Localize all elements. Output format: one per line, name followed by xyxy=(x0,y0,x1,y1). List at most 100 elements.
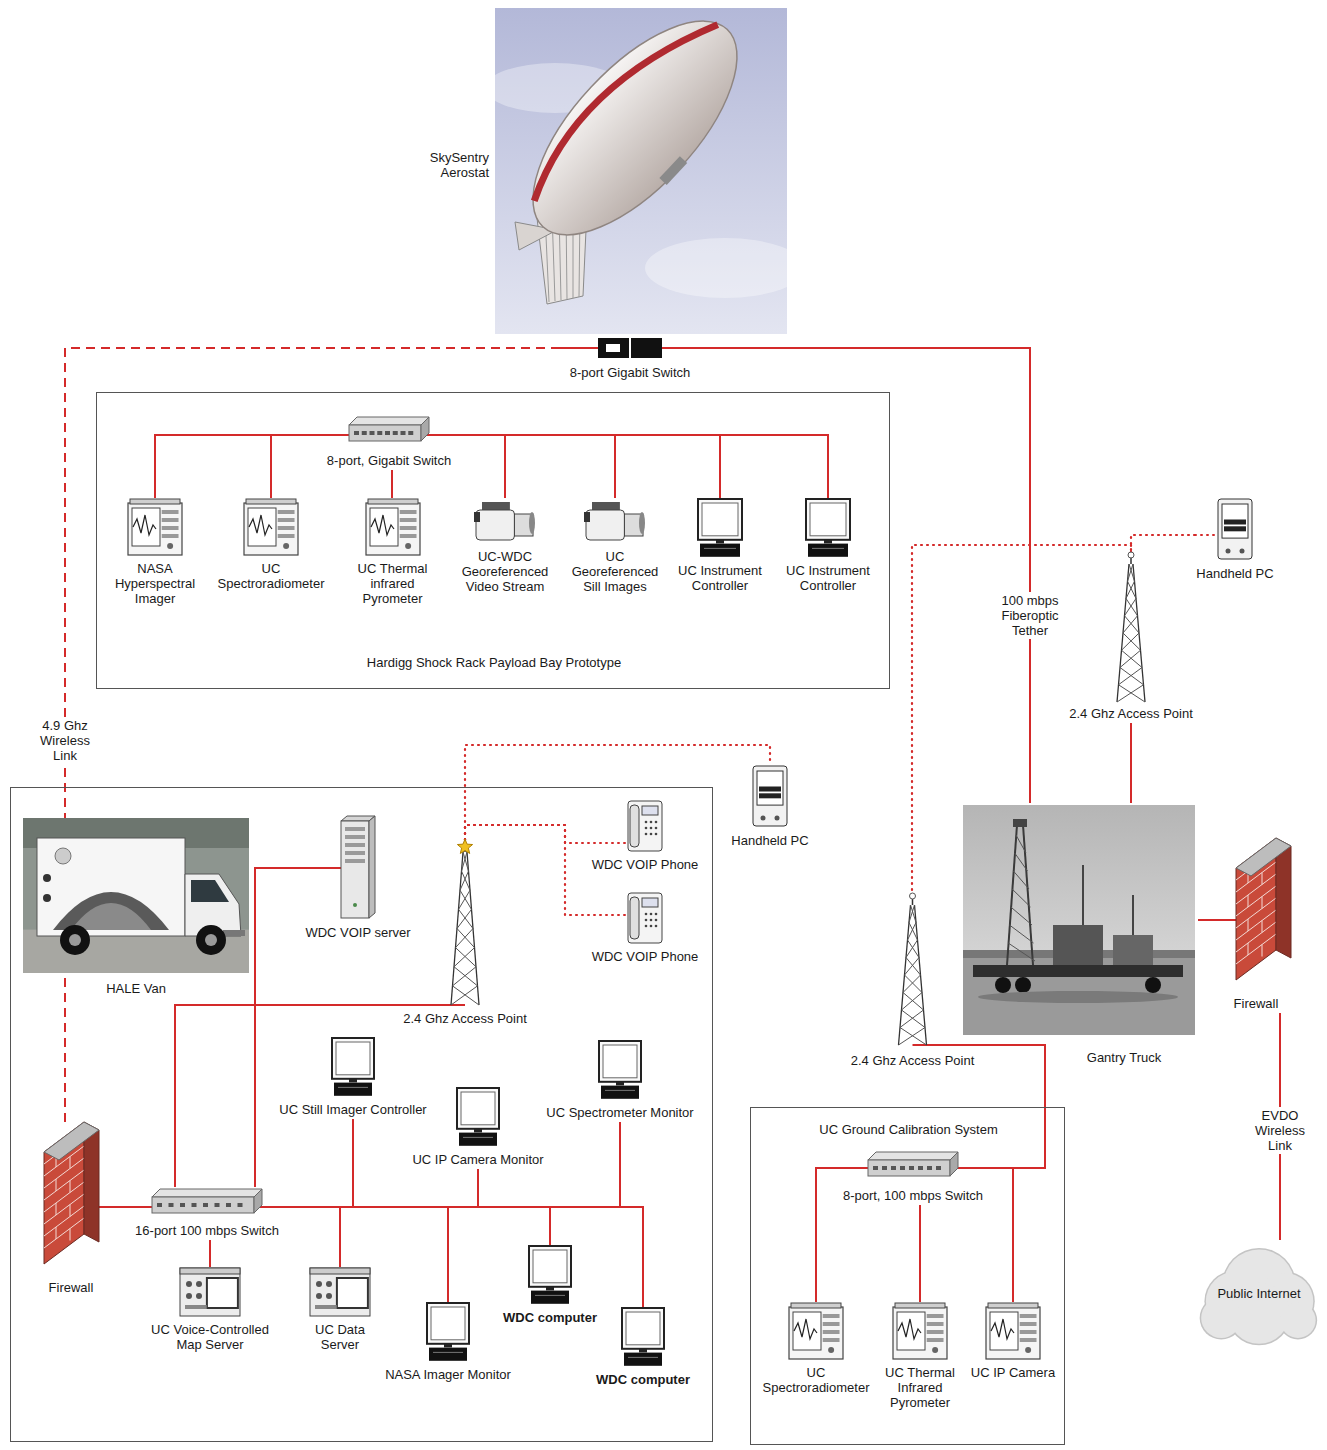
unit-control xyxy=(162,510,179,514)
unit-control xyxy=(278,526,295,530)
wall-joint xyxy=(56,1227,57,1239)
link-stub xyxy=(1212,919,1236,921)
wall-mortar xyxy=(44,1218,84,1248)
camera-handle xyxy=(482,502,510,510)
rack-icon xyxy=(365,498,421,556)
tower-brace xyxy=(899,1028,926,1046)
node-label: UC Spectrometer Monitor xyxy=(535,1105,705,1120)
server-unit: UC Data Server xyxy=(300,1267,380,1354)
node-label: UC Spectroradiometer xyxy=(211,561,331,591)
node-label: 2.4 Ghz Access Point xyxy=(845,1053,980,1068)
phone-screen xyxy=(642,898,658,907)
laptop-icon xyxy=(697,498,743,558)
label-block: UC Still Imager Controller xyxy=(273,1102,433,1117)
node-label: NASA Hyperspectral Imager xyxy=(105,561,205,606)
node-label: NASA Imager Monitor xyxy=(378,1367,518,1382)
node-label: UC Thermal Infrared Pyrometer xyxy=(878,1365,962,1410)
monitor-frame xyxy=(457,1088,499,1129)
phone-body xyxy=(628,893,662,943)
voip-phone: WDC VOIP Phone xyxy=(582,800,708,874)
switch-port xyxy=(873,1166,878,1170)
switch-port xyxy=(180,1203,185,1207)
switch-front xyxy=(349,425,421,441)
rackscreen-icon xyxy=(179,1267,241,1317)
phone-key xyxy=(655,827,658,830)
switch-port xyxy=(927,1166,932,1170)
tower-brace xyxy=(903,993,924,1011)
node-label: 16-port 100 mbps Switch xyxy=(132,1223,282,1238)
tower-icon xyxy=(845,893,980,1049)
tower-brace xyxy=(900,1028,927,1046)
label-block: Handheld PC xyxy=(722,833,818,848)
network-link xyxy=(255,868,296,1187)
unit-control xyxy=(278,534,295,538)
network-link xyxy=(282,1207,643,1307)
monitor-screen xyxy=(461,1092,495,1125)
phone-key xyxy=(650,913,653,916)
wall-joint xyxy=(1262,945,1263,957)
phone-key xyxy=(655,833,658,836)
unit-cap xyxy=(791,1303,841,1308)
wall-joint xyxy=(1262,897,1263,909)
tower-brace xyxy=(457,909,472,928)
server-bay xyxy=(345,843,365,847)
wall-mortar xyxy=(44,1206,84,1236)
server-side xyxy=(369,816,375,918)
camera-icon xyxy=(474,498,536,544)
node-label: 2.4 Ghz Access Point xyxy=(398,1011,532,1026)
node-label: UC Georeferenced Sill Images xyxy=(565,549,665,594)
tower-icon xyxy=(1066,552,1196,702)
tower-brace xyxy=(462,871,471,890)
instrument-unit: UC Thermal infrared Pyrometer xyxy=(340,498,445,608)
unit-control xyxy=(162,518,179,522)
node-label: WDC VOIP Phone xyxy=(582,857,708,872)
unit-control xyxy=(278,510,295,514)
unit-control xyxy=(399,534,416,538)
laptop-icon xyxy=(426,1302,470,1362)
switch-side xyxy=(254,1189,262,1213)
switch-slot xyxy=(606,344,620,352)
network-link xyxy=(462,435,615,498)
switch-port xyxy=(215,1203,220,1207)
phone-key xyxy=(650,925,653,928)
handheld-button xyxy=(775,816,780,821)
node-label: 8-port, 100 mbps Switch xyxy=(836,1188,990,1203)
shadow xyxy=(978,991,1178,1003)
tower-brace xyxy=(459,909,474,928)
firewall-icon xyxy=(30,1122,112,1274)
wall-joint xyxy=(70,1229,71,1241)
tower-brace xyxy=(451,986,478,1005)
van-box: HALE VanWDC VOIP server2.4 Ghz Access Po… xyxy=(10,787,713,1442)
monitor-neck xyxy=(824,539,832,543)
server-body xyxy=(180,1268,240,1316)
network-link xyxy=(462,435,505,498)
label-block: 8-port Gigabit Switch xyxy=(560,365,700,380)
node-label: HALE Van xyxy=(23,981,249,996)
unit-control xyxy=(927,1338,944,1342)
link-stub xyxy=(913,1044,981,1046)
unit-control xyxy=(927,1330,944,1334)
unit-screen xyxy=(370,508,398,546)
monitor-base xyxy=(459,1133,497,1146)
photo-ground xyxy=(963,955,1195,1035)
wall-mortar xyxy=(1236,922,1276,952)
phone-key xyxy=(650,821,653,824)
unit-body xyxy=(128,503,182,555)
camera-handle xyxy=(592,502,620,510)
monitor-neck xyxy=(444,1343,452,1347)
tower-brace xyxy=(908,923,917,941)
switch-front xyxy=(152,1197,254,1213)
monitor-base xyxy=(808,544,848,557)
tower-brace xyxy=(457,929,475,948)
unit-screen xyxy=(132,508,160,546)
switch-port xyxy=(226,1203,231,1207)
wall-joint xyxy=(70,1181,71,1193)
unit-body xyxy=(986,1307,1040,1359)
wall-mortar xyxy=(1236,934,1276,964)
unit-knob xyxy=(1025,1347,1031,1353)
server-screen xyxy=(207,1278,238,1308)
monitor-neck xyxy=(474,1128,482,1132)
derrick-leg xyxy=(1023,825,1033,965)
van-decal xyxy=(43,894,51,902)
switch-port xyxy=(891,1166,896,1170)
